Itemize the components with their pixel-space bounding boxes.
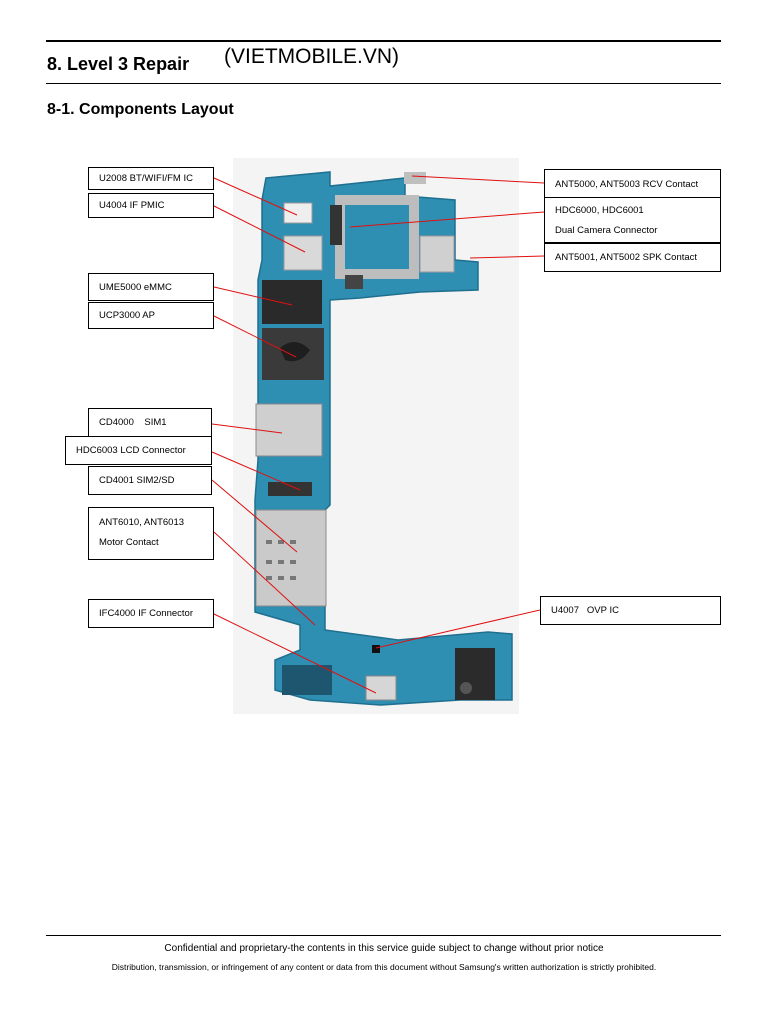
ovp-chip <box>372 645 380 653</box>
ap-marking <box>280 341 310 362</box>
bt-wifi-chip <box>283 202 313 224</box>
pmic-chip <box>283 235 323 271</box>
sim2-sd-tray <box>255 509 327 607</box>
callout-u2008: U2008 BT/WIFI/FM IC <box>88 167 214 190</box>
emmc-chip <box>262 280 322 324</box>
small-connector <box>345 275 363 289</box>
section-title: 8-1. Components Layout <box>47 101 234 118</box>
callout-line-u4004 <box>213 205 306 253</box>
callout-line-cd4001 <box>211 479 298 553</box>
callout-line-hdc6003 <box>211 451 301 491</box>
callout-u4007: U4007 OVP IC <box>540 596 721 625</box>
callout-line-ifc4000 <box>213 613 377 694</box>
callout-ifc4000: IFC4000 IF Connector <box>88 599 214 628</box>
callout-line-ant5001 <box>469 255 545 259</box>
callout-ant5000: ANT5000, ANT5003 RCV Contact <box>544 169 721 198</box>
callout-cd4001: CD4001 SIM2/SD <box>88 466 212 495</box>
antenna-area <box>282 665 332 695</box>
callout-ucp3000: UCP3000 AP <box>88 302 214 329</box>
callout-u4004: U4004 IF PMIC <box>88 193 214 218</box>
callout-line-u4007 <box>375 609 541 649</box>
callout-line-ucp3000 <box>213 315 297 358</box>
footer-confidential-notice: Confidential and proprietary-the content… <box>164 943 604 954</box>
header-top-rule <box>46 40 721 42</box>
audio-jack <box>455 648 495 700</box>
header-bottom-rule <box>46 83 721 84</box>
audio-jack-hole <box>460 682 472 694</box>
callout-line-ume5000 <box>213 286 293 306</box>
lcd-connector <box>268 482 312 496</box>
rcv-contact-plate <box>404 172 426 184</box>
callout-line-hdc6000 <box>349 211 545 228</box>
callout-line-ant5000 <box>411 175 545 184</box>
callout-hdc6003: HDC6003 LCD Connector <box>65 436 212 465</box>
callout-cd4000: CD4000 SIM1 <box>88 408 212 437</box>
callout-ant5001: ANT5001, ANT5002 SPK Contact <box>544 243 721 272</box>
callout-line-ant6010 <box>213 531 316 626</box>
sim1-tray <box>255 403 323 457</box>
usb-connector <box>365 675 397 701</box>
footer-distribution-notice: Distribution, transmission, or infringem… <box>111 962 657 972</box>
callout-hdc6000: HDC6000, HDC6001 Dual Camera Connector <box>544 197 721 243</box>
page-title: 8. Level 3 Repair <box>47 54 190 74</box>
speaker-contact-plate <box>419 235 455 273</box>
callout-ume5000: UME5000 eMMC <box>88 273 214 301</box>
callout-line-cd4000 <box>211 423 283 434</box>
watermark-text: (VIETMOBILE.VN) <box>224 45 400 68</box>
callout-line-u2008 <box>213 177 298 216</box>
callout-ant6010: ANT6010, ANT6013 Motor Contact <box>88 507 214 560</box>
camera-connector <box>330 205 342 245</box>
footer-rule <box>46 935 721 936</box>
